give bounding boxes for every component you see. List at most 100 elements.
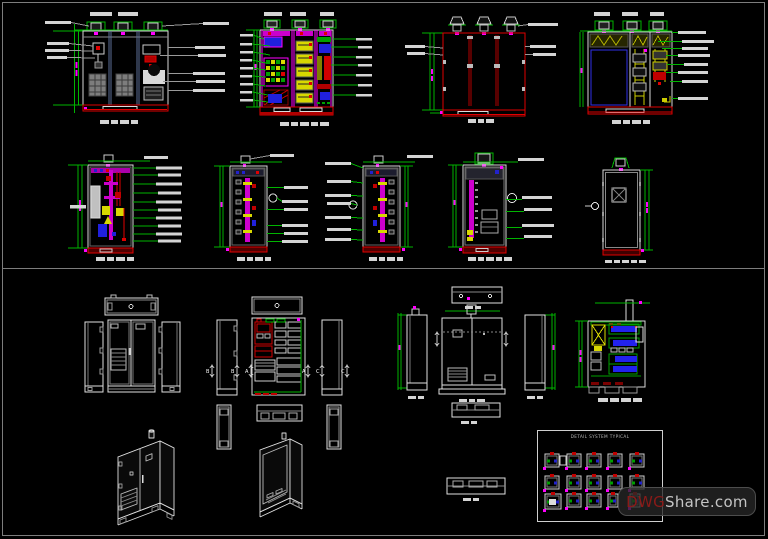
- title-block-marks: [100, 120, 138, 124]
- leader-labels: [325, 162, 364, 241]
- door-opening: [262, 444, 288, 505]
- section-marker-b2: B: [231, 369, 235, 375]
- side-view-left: [84, 321, 104, 393]
- section-arrow: [503, 331, 509, 347]
- legend-cell: [585, 474, 602, 492]
- internal-components: [263, 31, 331, 106]
- dimension-text: [431, 69, 443, 114]
- interior-tray: [266, 492, 274, 499]
- internal-components: [90, 168, 130, 241]
- section-arrow: [434, 331, 440, 347]
- top-labels: [264, 12, 334, 16]
- vent-hood: [611, 157, 630, 169]
- legend-cell: [543, 474, 560, 492]
- drawing-side-section-3: [325, 155, 433, 261]
- legend-cell: [606, 452, 623, 470]
- drawing-ortho-group-1: [84, 294, 181, 393]
- watermark-prefix: DWG: [626, 492, 666, 511]
- dimensions: [422, 32, 443, 114]
- section-marker-a1: A: [245, 369, 249, 375]
- lifting-lugs: [263, 19, 337, 31]
- bay-components: [88, 42, 165, 101]
- side-view-right: [524, 314, 546, 399]
- base-channel: [362, 246, 405, 253]
- internal-components: [232, 168, 265, 242]
- drawing-ortho-group-3: [397, 286, 556, 501]
- lifting-lug: [240, 155, 251, 164]
- lifting-eye: [281, 432, 287, 440]
- drawing-rear-internal: [579, 12, 714, 124]
- side-face: [289, 438, 303, 505]
- cabinet-outline: [602, 169, 641, 251]
- dimension-text: [639, 301, 642, 304]
- hinge: [118, 483, 123, 489]
- sheet-divider: [2, 268, 765, 269]
- legend-border: [537, 430, 663, 522]
- title-block-marks: [598, 398, 642, 402]
- section-marker-c2: C: [341, 369, 345, 375]
- base-channel: [442, 109, 526, 117]
- drawing-isometric-closed: [117, 429, 175, 526]
- drawing-rear-elevation: [405, 16, 558, 123]
- dimensions: [53, 24, 168, 113]
- door-handle: [142, 475, 144, 483]
- drawing-ortho-group-2: B B A A C C: [206, 296, 350, 450]
- bottom-views: [216, 404, 342, 450]
- hinge-marks: [602, 182, 641, 242]
- drawing-internal-layout: [575, 299, 650, 402]
- internal-components: [465, 166, 504, 241]
- base-channel: [459, 246, 507, 254]
- leader-labels: [45, 21, 229, 92]
- dimension-text: [75, 62, 87, 110]
- dimensions: [579, 32, 584, 107]
- vent-grille: [120, 487, 138, 511]
- cabinet-outline: [442, 32, 526, 111]
- title-block-marks: [468, 257, 512, 261]
- internal-components: [589, 33, 671, 106]
- dimensions: [214, 165, 230, 248]
- legend-cell: [543, 492, 562, 512]
- section-marker-b1: B: [206, 369, 210, 375]
- leader-labels: [133, 166, 182, 243]
- leader-label: [144, 156, 168, 159]
- legend-title: DETAIL SYSTEM TYPICAL: [570, 434, 630, 440]
- detail-callout: [507, 193, 517, 203]
- title-block-marks: [280, 122, 329, 126]
- lifting-lug: [373, 155, 384, 164]
- front-view-internal: [251, 317, 306, 396]
- top-labels: [90, 12, 138, 16]
- drawing-isometric-open: [259, 432, 303, 518]
- base-plinth: [117, 502, 175, 526]
- internal-components: [590, 321, 644, 385]
- panel-ticks: [443, 36, 525, 91]
- hinge: [118, 505, 123, 511]
- lifting-eye: [148, 430, 155, 439]
- dimension-text: [552, 345, 555, 350]
- dimension-text: [220, 202, 223, 207]
- base-channel: [226, 246, 268, 253]
- legend-cell: [628, 452, 645, 470]
- lifting-lug: [615, 158, 626, 167]
- cabinet-outline: [587, 31, 673, 108]
- top-view: [451, 286, 503, 309]
- side-face: [159, 440, 175, 511]
- title-block-marks: [96, 257, 134, 261]
- legend-cell: [565, 474, 582, 492]
- dimension-text: [398, 345, 401, 350]
- top-view: [104, 294, 159, 316]
- dimension-text: [453, 200, 456, 205]
- legend-cell: [585, 492, 602, 510]
- base-plinth: [259, 497, 303, 518]
- side-view-left: [216, 319, 238, 396]
- legend-cell: [606, 474, 623, 492]
- door-handle: [585, 202, 599, 210]
- title-block-marks: [605, 260, 646, 263]
- drawing-internal-elevation: [240, 12, 372, 126]
- legend-cell: [565, 452, 582, 470]
- front-view: [434, 304, 509, 402]
- side-view-left: [406, 306, 428, 399]
- legend-cell: [606, 492, 619, 510]
